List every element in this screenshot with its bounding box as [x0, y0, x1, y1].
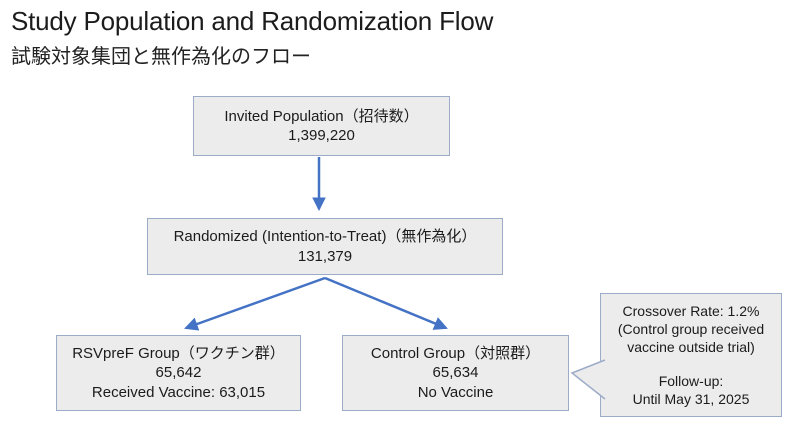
rsvpref-label: RSVpreF Group（ワクチン群） [72, 345, 285, 363]
invited-label: Invited Population（招待数） [224, 107, 419, 125]
flow-node-randomized: Randomized (Intention-to-Treat)（無作為化） 13… [147, 218, 503, 275]
rsvpref-count: 65,642 [155, 364, 202, 382]
slide-subtitle: 試験対象集団と無作為化のフロー [11, 46, 311, 68]
callout-pointer-triangle [570, 359, 606, 400]
crossover-note: (Control group received vaccine outside … [617, 320, 765, 355]
flow-node-control-group: Control Group（対照群） 65,634 No Vaccine [342, 335, 569, 411]
crossover-callout: Crossover Rate: 1.2% (Control group rece… [570, 293, 782, 417]
randomized-label: Randomized (Intention-to-Treat)（無作為化） [173, 228, 477, 246]
arrow-randomized-to-vaccine-group [184, 276, 326, 331]
rsvpref-note: Received Vaccine: 63,015 [91, 383, 266, 401]
crossover-rate: Crossover Rate: 1.2% [622, 302, 760, 319]
control-note: No Vaccine [417, 383, 494, 401]
followup-label: Follow-up: [658, 373, 724, 390]
flow-node-invited-population: Invited Population（招待数） 1,399,220 [193, 96, 450, 156]
control-label: Control Group（対照群） [370, 345, 541, 363]
slide-title: Study Population and Randomization Flow [11, 6, 494, 36]
control-count: 65,634 [432, 364, 479, 382]
followup-value: Until May 31, 2025 [632, 391, 750, 408]
arrow-randomized-to-control-group [324, 276, 448, 330]
invited-count: 1,399,220 [288, 127, 355, 144]
randomized-count: 131,379 [297, 247, 353, 265]
flow-node-rsvpref-group: RSVpreF Group（ワクチン群） 65,642 Received Vac… [56, 335, 301, 411]
